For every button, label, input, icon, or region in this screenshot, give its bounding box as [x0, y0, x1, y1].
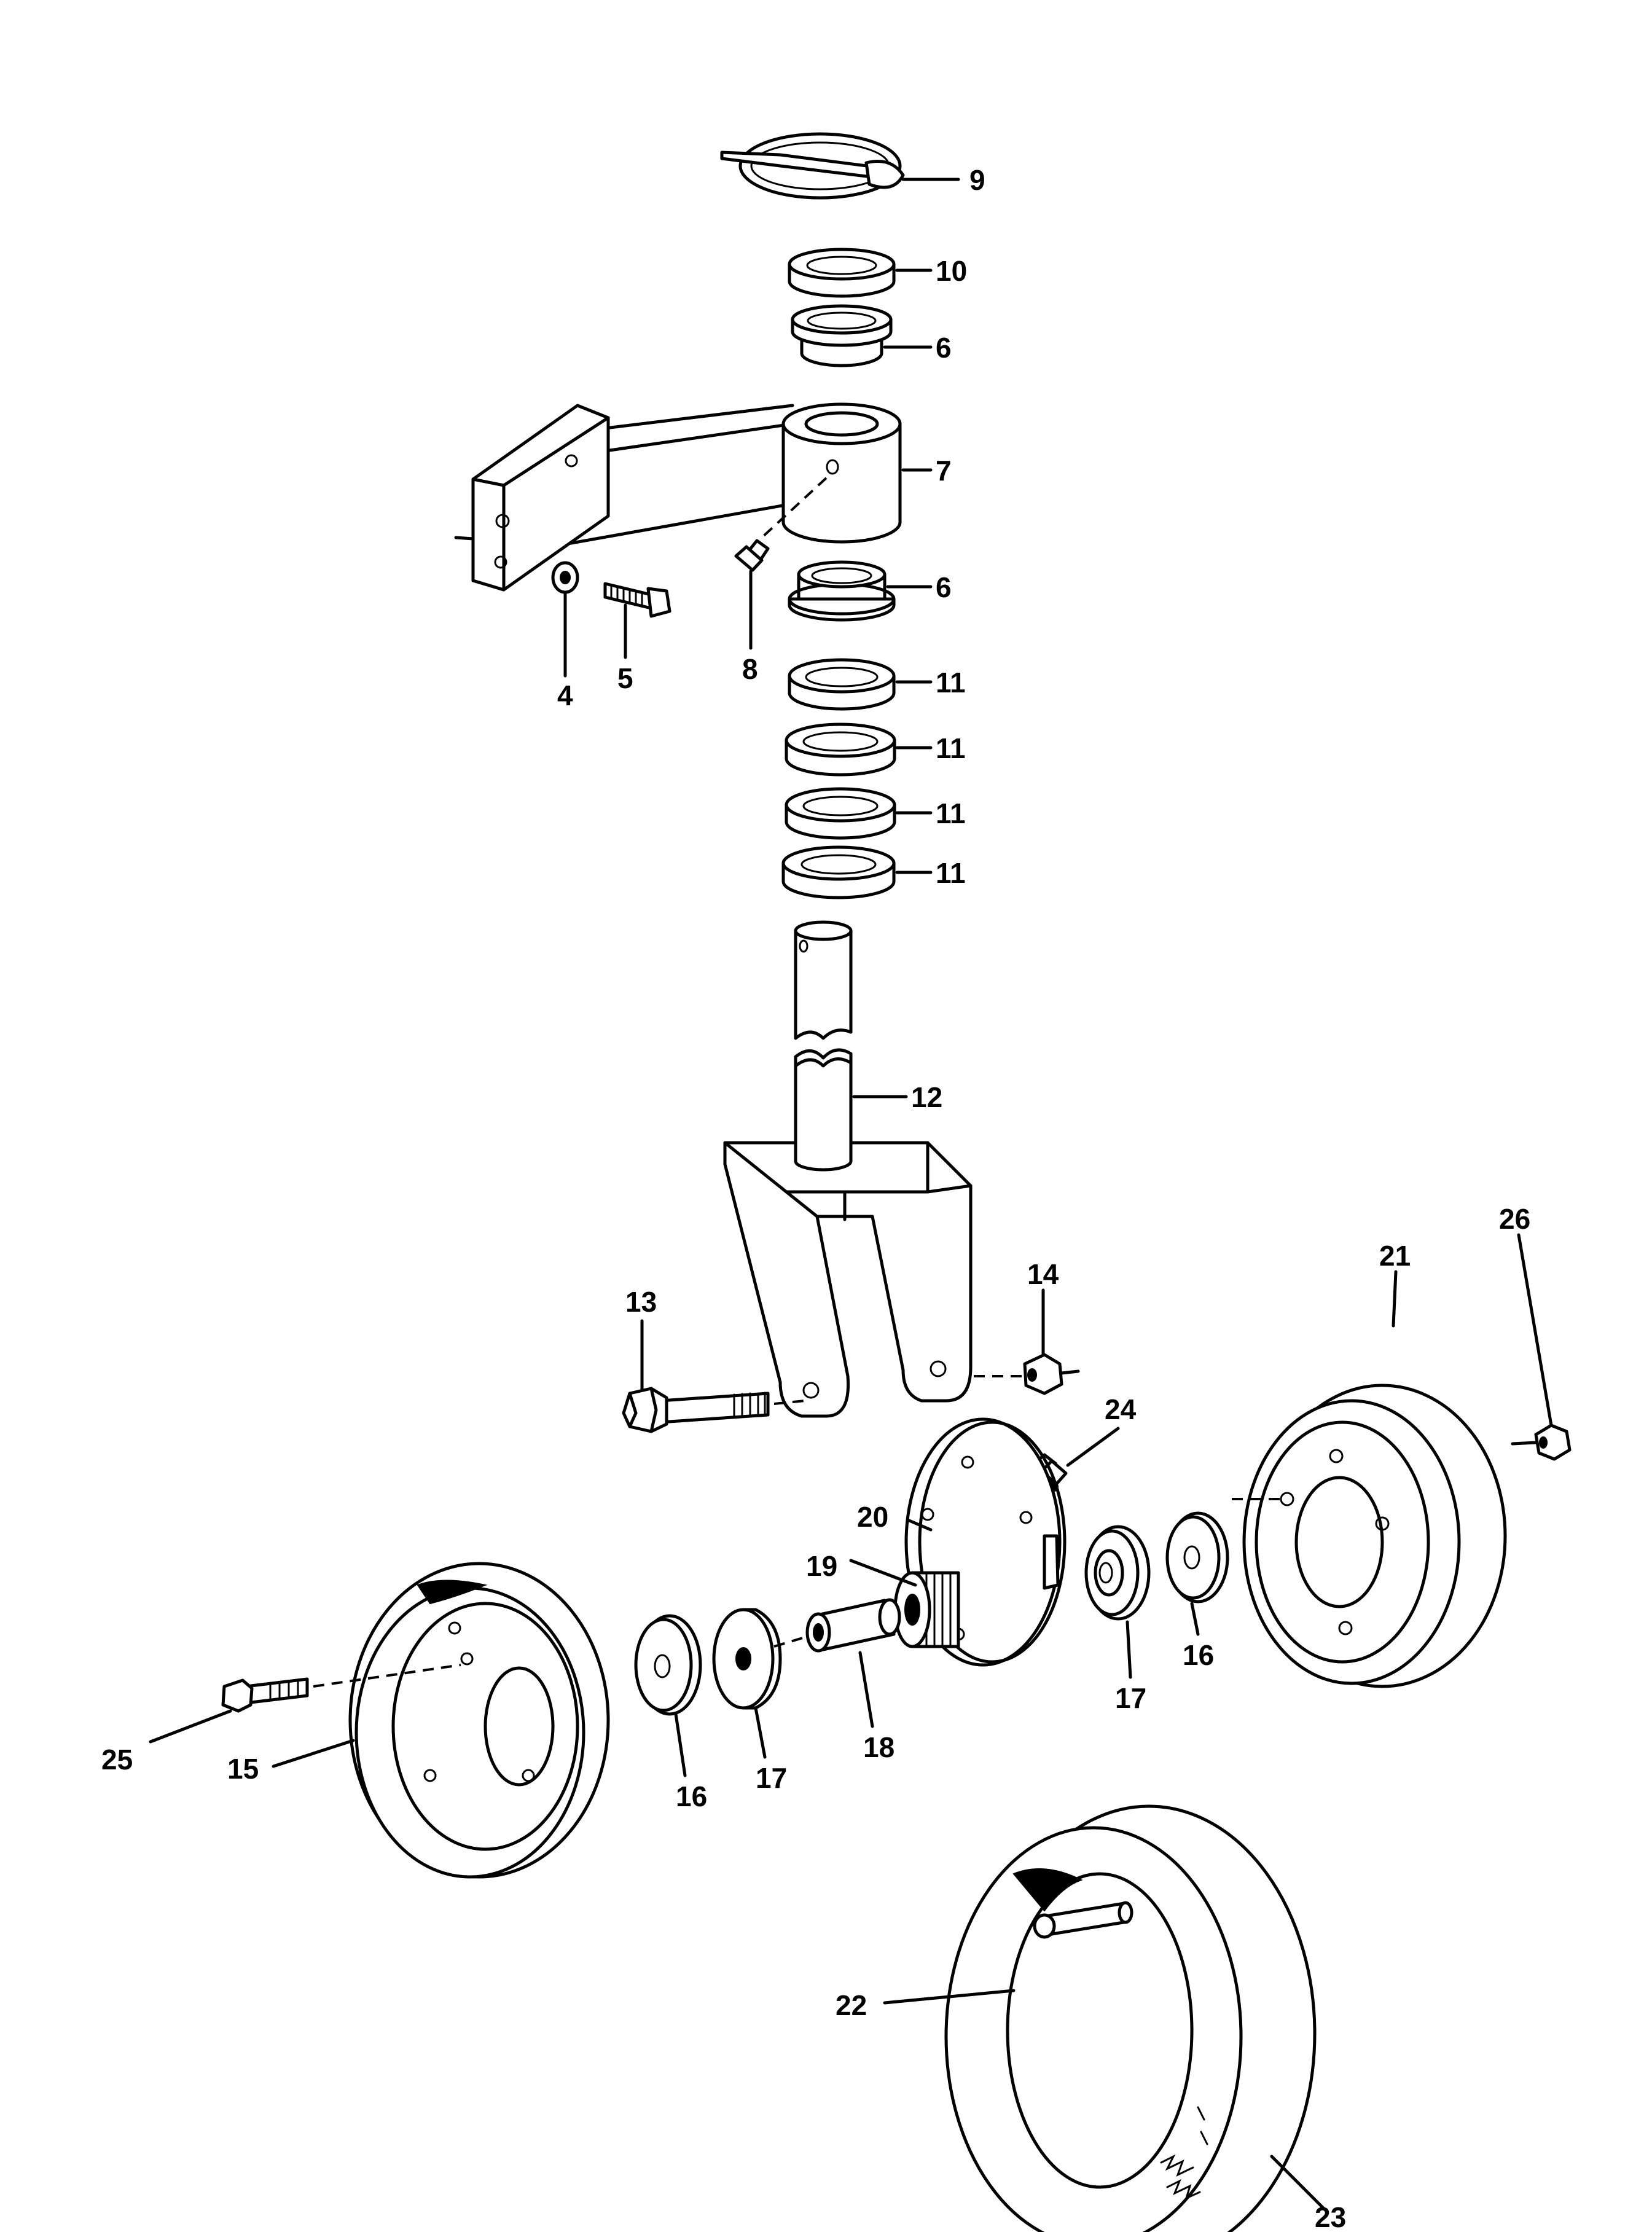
part-25-wheel-bolt — [221, 1664, 461, 1713]
part-16-washer-left — [634, 1614, 702, 1716]
label-part-8: 8 — [742, 653, 758, 685]
label-part-24: 24 — [1105, 1393, 1137, 1425]
part-6-upper-bushing — [791, 304, 893, 367]
part-14-nut — [974, 1353, 1080, 1395]
part-22-valve-stem — [1033, 1901, 1133, 1939]
label-part-7: 7 — [936, 455, 952, 487]
leader-lines — [149, 178, 1553, 2214]
label-part-23: 23 — [1315, 2201, 1346, 2232]
label-part-25: 25 — [101, 1744, 133, 1776]
part-4-lock-washer — [551, 561, 579, 594]
part-17-bearing-left — [712, 1608, 782, 1710]
part-11-spacer-washer-2 — [785, 722, 896, 777]
label-part-16-right: 16 — [1183, 1639, 1214, 1671]
label-part-11-b: 11 — [936, 732, 966, 764]
part-18-spacer-tube — [805, 1598, 901, 1653]
label-part-17-left: 17 — [756, 1762, 787, 1794]
label-part-9: 9 — [969, 164, 985, 196]
label-part-11-c: 11 — [936, 797, 966, 829]
part-6-lower-bushing — [788, 560, 896, 622]
part-number-labels: 9 10 6 7 6 11 11 11 11 12 4 5 8 13 14 24… — [101, 164, 1530, 2232]
label-part-16-left: 16 — [676, 1780, 707, 1812]
label-part-14: 14 — [1027, 1258, 1059, 1290]
label-part-26: 26 — [1499, 1203, 1530, 1235]
part-13-axle-bolt — [622, 1387, 805, 1433]
part-21-wheel-half-right — [1232, 1384, 1507, 1688]
part-12-caster-fork — [723, 920, 973, 1418]
label-part-17-right: 17 — [1115, 1682, 1146, 1714]
part-23-tire — [944, 1804, 1317, 2232]
label-part-10: 10 — [936, 255, 967, 287]
label-part-11-a: 11 — [936, 667, 966, 699]
part-17-bearing-right — [1084, 1525, 1151, 1621]
label-part-18: 18 — [863, 1731, 895, 1763]
part-5-bolt — [603, 582, 671, 618]
label-part-5: 5 — [617, 662, 633, 694]
label-part-4: 4 — [557, 679, 573, 711]
axle-centerline — [773, 1636, 805, 1648]
label-part-11-d: 11 — [936, 857, 966, 889]
label-part-19: 19 — [806, 1550, 837, 1582]
label-part-12: 12 — [911, 1081, 942, 1113]
part-26-nut — [1511, 1423, 1572, 1461]
part-16-washer-right — [1165, 1511, 1229, 1604]
label-part-15: 15 — [227, 1753, 259, 1785]
part-11-spacer-washer-1 — [788, 658, 896, 711]
label-part-21: 21 — [1379, 1240, 1411, 1272]
part-8-grease-fitting — [734, 539, 770, 572]
part-11-spacer-washer-3 — [785, 787, 896, 840]
part-10-washer — [788, 248, 896, 298]
label-part-13: 13 — [625, 1286, 657, 1318]
label-part-22: 22 — [836, 1989, 867, 2021]
part-9-lynch-pin — [720, 132, 905, 200]
part-20-hub — [893, 1417, 1067, 1667]
label-part-20: 20 — [857, 1501, 888, 1533]
part-11-spacer-washer-4 — [781, 845, 896, 899]
part-15-wheel-half-left — [348, 1562, 610, 1879]
part-7-mounting-arm — [454, 402, 902, 592]
label-part-6-upper: 6 — [936, 332, 952, 364]
label-part-6-lower: 6 — [936, 571, 952, 603]
